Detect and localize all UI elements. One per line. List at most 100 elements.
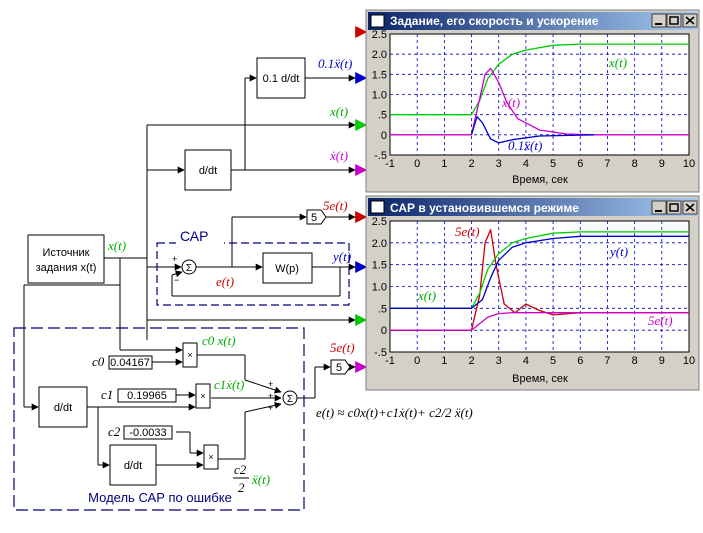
c0-value: 0.04167 xyxy=(110,357,150,369)
x-tick-label: 10 xyxy=(683,158,695,170)
model-sum-plus-2: + xyxy=(268,391,273,401)
window1-maximize-button[interactable] xyxy=(666,13,682,28)
y-tick-label: 0 xyxy=(381,325,387,337)
y-tick-label: 1.5 xyxy=(372,69,387,81)
mult-c0[interactable]: × xyxy=(182,342,198,368)
deriv-block-model-2[interactable]: d/dt xyxy=(109,444,157,486)
x-tick-label: 0 xyxy=(414,158,420,170)
x-tick-label: 6 xyxy=(577,355,583,367)
x-tick-label: 5 xyxy=(550,355,556,367)
x-tick-label: 9 xyxy=(659,158,665,170)
window2-app-icon xyxy=(370,200,385,214)
cap-label: САР xyxy=(180,228,208,244)
sig-e: e(t) xyxy=(216,274,234,289)
x-tick-label: -1 xyxy=(385,355,395,367)
sig-5e-top: 5e(t) xyxy=(323,198,348,213)
x-tick-label: 9 xyxy=(659,355,665,367)
mult-c2[interactable]: × xyxy=(203,444,219,470)
model-sum-symbol: Σ xyxy=(287,394,293,405)
x-tick-label: 8 xyxy=(632,355,638,367)
const-c2[interactable]: c2 -0.0033 xyxy=(108,424,173,440)
deriv-block-model-1[interactable]: d/dt xyxy=(38,386,88,428)
x-tick-label: 2 xyxy=(468,355,474,367)
wp-block[interactable]: W(p) xyxy=(262,252,313,284)
w1-label-xdot: ẋ(t) xyxy=(501,95,520,110)
c2-label: c2 xyxy=(108,424,121,439)
w2-label-y: y(t) xyxy=(608,244,628,259)
x-tick-label: 1 xyxy=(441,355,447,367)
model-label: Модель САР по ошибке xyxy=(88,490,232,505)
formula: e(t) ≈ c0x(t)+c1ẋ(t)+ c2/2 ẍ(t) xyxy=(316,405,473,420)
cap-sum[interactable]: Σ + − xyxy=(172,254,197,285)
deriv-scaled-label: 0.1 d/dt xyxy=(263,73,300,85)
x-tick-label: 3 xyxy=(496,355,502,367)
model-sum[interactable]: Σ + + + xyxy=(268,379,298,413)
sig-xddot: ẍ(t) xyxy=(251,472,270,487)
sig-y: y(t) xyxy=(331,249,351,264)
sig-c0x: c0 x(t) xyxy=(202,333,236,348)
y-tick-label: 2.0 xyxy=(372,49,387,61)
scope-input-arrows xyxy=(355,26,368,373)
sig-xddot01: 0.1ẍ(t) xyxy=(318,56,352,71)
x-tick-label: 7 xyxy=(604,158,610,170)
y-tick-label: 2.5 xyxy=(372,29,387,41)
series-line xyxy=(390,229,689,331)
wp-label: W(p) xyxy=(275,263,299,275)
deriv-label: d/dt xyxy=(199,165,217,177)
y-tick-label: 0 xyxy=(381,130,387,142)
model-region xyxy=(13,327,305,511)
x-tick-label: 4 xyxy=(523,355,529,367)
window1-xlabel: Время, сек xyxy=(512,174,568,186)
w2-label-5e-top: 5e(t) xyxy=(455,224,480,239)
window1-close-button[interactable] xyxy=(682,13,698,28)
series-line xyxy=(390,231,689,309)
mult-c0-symbol: × xyxy=(187,350,192,360)
x-tick-label: 4 xyxy=(523,158,529,170)
y-tick-label: .5 xyxy=(378,303,387,315)
source-block[interactable]: Источник задания x(t) xyxy=(27,234,105,284)
c1-value: 0.19965 xyxy=(127,390,167,402)
w1-label-xddot: 0.1ẍ(t) xyxy=(508,138,542,153)
sig-x-source: x(t) xyxy=(107,238,126,253)
window2-titlebar[interactable] xyxy=(368,198,697,216)
window2-maximize-button[interactable] xyxy=(666,200,682,215)
series-line xyxy=(390,67,689,136)
const-c1[interactable]: c1 0.19965 xyxy=(101,387,177,403)
window1-titlebar[interactable] xyxy=(368,12,697,30)
y-tick-label: 1.0 xyxy=(372,282,387,294)
c0-label: c0 xyxy=(92,354,105,369)
window1-title: Задание, его скорость и ускорение xyxy=(390,14,599,28)
x-tick-label: 1 xyxy=(441,158,447,170)
sig-x-top: x(t) xyxy=(329,104,348,119)
window1-minimize-button[interactable] xyxy=(651,13,667,28)
w1-label-x: x(t) xyxy=(608,55,627,70)
sig-5e-model: 5e(t) xyxy=(330,340,355,355)
mult-c2-symbol: × xyxy=(208,452,213,462)
deriv-block[interactable]: d/dt xyxy=(184,149,232,191)
mult-c1[interactable]: × xyxy=(195,383,211,409)
gain-model-label: 5 xyxy=(336,362,342,374)
gain-block-model[interactable]: 5 xyxy=(330,359,351,375)
x-tick-label: 0 xyxy=(414,355,420,367)
sig-xdot: ẋ(t) xyxy=(329,148,348,163)
x-tick-label: 2 xyxy=(468,158,474,170)
model-sum-plus-1: + xyxy=(268,379,273,389)
window2-minimize-button[interactable] xyxy=(651,200,667,215)
sig-c1xdot: c1ẋ(t) xyxy=(214,377,244,392)
y-tick-label: 2.5 xyxy=(372,216,387,228)
window2-close-button[interactable] xyxy=(682,200,698,215)
cap-label-bg xyxy=(176,229,224,245)
const-c0[interactable]: c0 0.04167 xyxy=(92,354,153,370)
deriv-scaled-block[interactable]: 0.1 d/dt xyxy=(256,57,306,99)
series-line xyxy=(390,43,689,116)
gain-block-top[interactable]: 5 xyxy=(306,209,327,225)
y-tick-label: -.5 xyxy=(374,150,387,162)
cap-region xyxy=(156,242,350,306)
x-tick-label: 6 xyxy=(577,158,583,170)
c2-den: 2 xyxy=(238,480,245,495)
